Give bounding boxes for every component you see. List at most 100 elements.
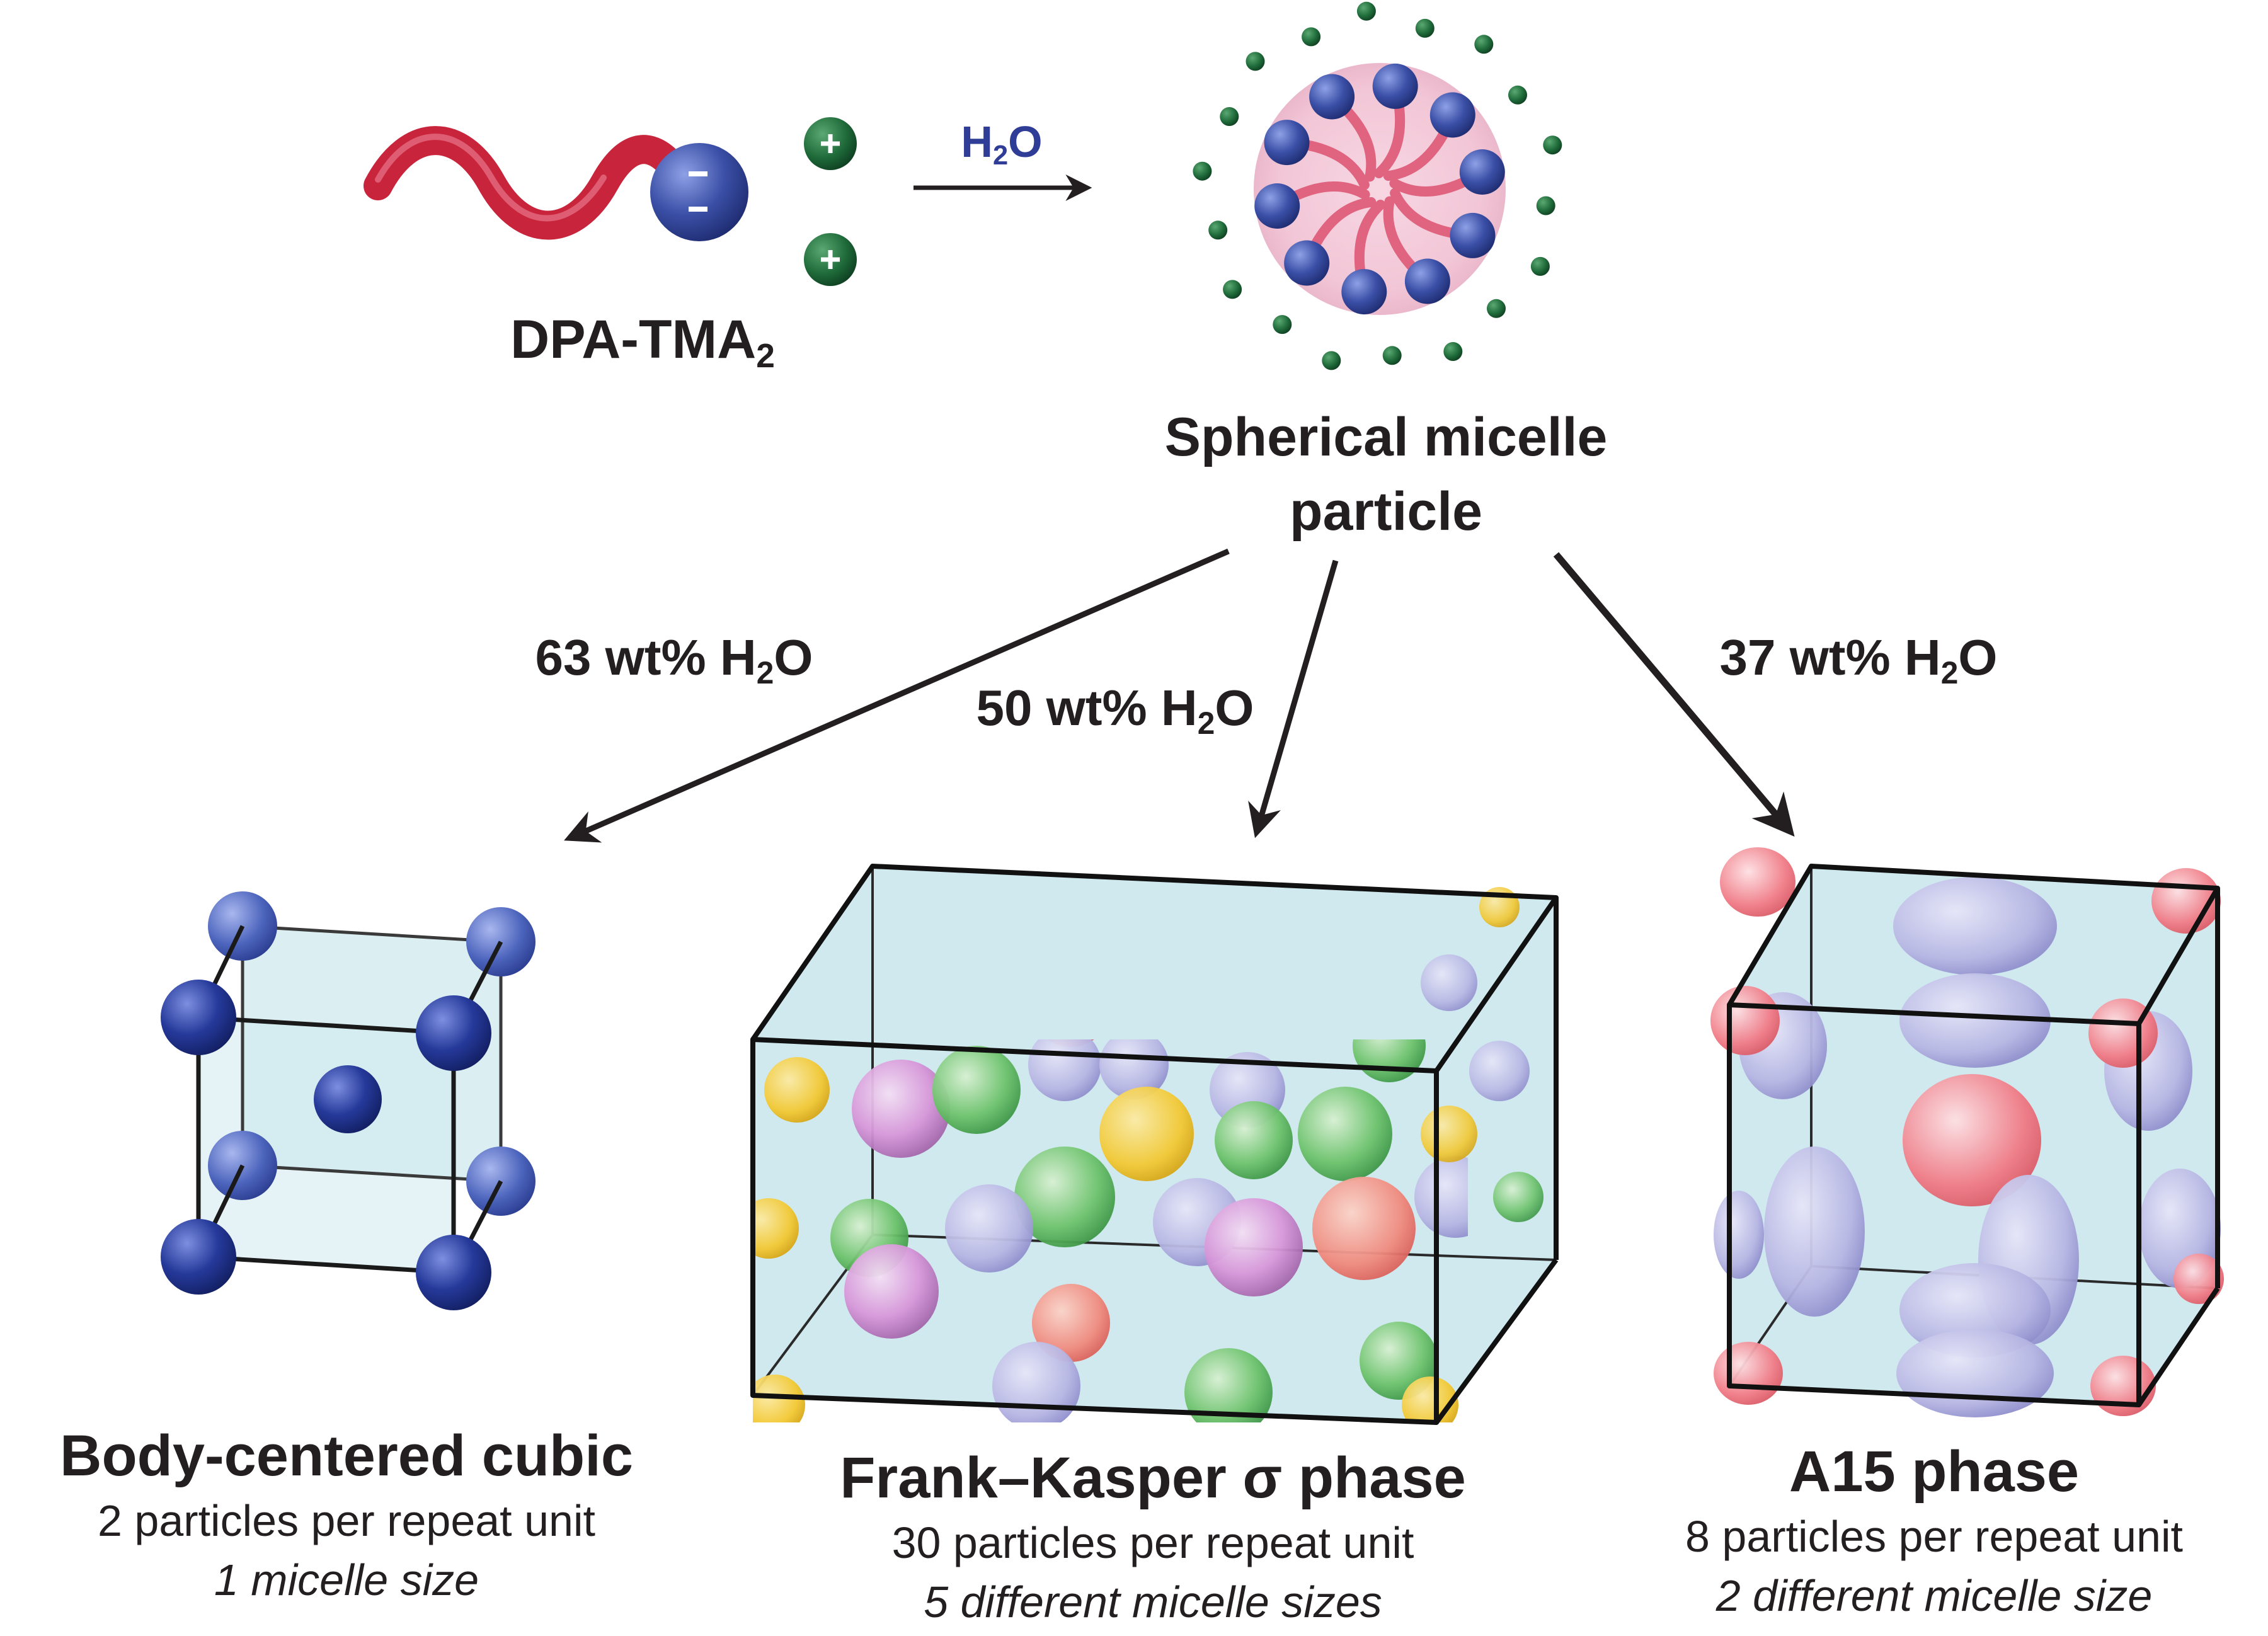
phase-a15-title: A15 phase	[1789, 1439, 2080, 1504]
phase-a15-line1: 8 particles per repeat unit	[1685, 1512, 2183, 1561]
micelle-counterion	[1356, 1, 1376, 21]
micelle-head	[1309, 74, 1355, 120]
condition-a15-suffix: O	[1958, 629, 1998, 685]
a15-micelle-sphere	[1896, 1329, 2054, 1417]
micelle-label: Spherical micelle particle	[1071, 400, 1701, 549]
a15-micelle-sphere	[1903, 1074, 2041, 1206]
phase-bcc-caption: Body-centered cubic 2 particles per repe…	[13, 1421, 680, 1610]
micelle-counterion	[1474, 35, 1494, 54]
sigma-micelle-sphere	[1298, 1087, 1392, 1181]
reagent-subscript: 2	[992, 140, 1009, 171]
sigma-phase-lattice	[750, 864, 1559, 1425]
condition-bcc-suffix: O	[774, 629, 813, 685]
condition-sigma-subscript: 2	[1197, 705, 1215, 741]
micelle-head	[1372, 63, 1418, 109]
sigma-micelle-sphere	[1032, 1284, 1110, 1362]
hydrophobic-tail	[364, 126, 701, 240]
surfactant-molecule	[364, 126, 748, 241]
phase-bcc-title: Body-centered cubic	[60, 1424, 633, 1488]
arrow-to-bcc	[564, 548, 1230, 843]
micelle-counterion	[1382, 346, 1402, 365]
counterions	[804, 117, 857, 286]
a15-micelle-sphere	[1714, 1191, 1764, 1279]
a15-micelle-sphere	[1764, 1147, 1865, 1317]
micelle-head	[1450, 212, 1496, 258]
condition-bcc: 63 wt% H2O	[491, 629, 857, 690]
sigma-micelle-sphere	[1205, 1198, 1303, 1296]
sigma-micelle-sphere	[844, 1244, 939, 1339]
reagent-label: H2O	[939, 117, 1065, 169]
phase-sigma-line1: 30 particles per repeat unit	[891, 1518, 1414, 1567]
micelle-counterion	[1415, 18, 1435, 38]
arrow-to-a15	[1553, 552, 1795, 837]
micelle-counterion	[1536, 196, 1555, 215]
a15-micelle-sphere	[1899, 1263, 2051, 1358]
molecule-name: DPA-TMA2	[479, 309, 806, 373]
a15-micelle-sphere	[2174, 1254, 2224, 1304]
phase-sigma-caption: Frank–Kasper σ phase 30 particles per re…	[775, 1443, 1531, 1632]
condition-sigma-text: 50 wt% H	[976, 680, 1198, 736]
micelle-label-line1: Spherical micelle	[1164, 407, 1608, 467]
micelle-head	[1459, 149, 1505, 195]
sigma-micelle-sphere	[1312, 1177, 1416, 1280]
sigma-micelle-sphere	[753, 1198, 799, 1259]
micelle-counterion	[1246, 52, 1265, 71]
micelle-counterion	[1220, 107, 1239, 126]
sigma-micelle-sphere	[1215, 1101, 1293, 1179]
sigma-micelle-sphere	[992, 1342, 1080, 1422]
sigma-micelle-sphere	[1099, 1087, 1194, 1181]
reagent-text: H	[961, 117, 993, 166]
micelle-counterion	[1322, 351, 1341, 370]
a15-micelle-sphere	[1710, 986, 1780, 1055]
micelle-illustration	[1193, 1, 1562, 370]
micelle-counterion	[1543, 135, 1562, 155]
micelle-label-line2: particle	[1290, 481, 1482, 542]
a15-micelle-sphere	[1899, 973, 2051, 1068]
phase-bcc-line2: 1 micelle size	[214, 1555, 479, 1605]
condition-a15: 37 wt% H2O	[1676, 629, 2041, 690]
a15-micelle-sphere	[1893, 877, 2057, 975]
phase-bcc-line1: 2 particles per repeat unit	[98, 1496, 595, 1545]
phase-a15-line2: 2 different micelle size	[1715, 1571, 2153, 1620]
condition-bcc-text: 63 wt% H	[535, 629, 757, 685]
micelle-counterion	[1302, 27, 1321, 47]
micelle-head	[1341, 269, 1387, 315]
phase-sigma-title: Frank–Kasper σ phase	[840, 1446, 1466, 1510]
arrow-to-sigma	[1248, 559, 1339, 838]
condition-sigma: 50 wt% H2O	[932, 679, 1298, 739]
micelle-counterion	[1193, 161, 1212, 181]
reagent-suffix: O	[1008, 117, 1043, 166]
condition-bcc-subscript: 2	[756, 655, 774, 690]
micelle-head	[1264, 120, 1310, 166]
molecule-name-text: DPA-TMA	[510, 309, 757, 370]
a15-micelle-sphere	[1714, 1342, 1783, 1405]
micelle-counterion	[1508, 85, 1527, 105]
micelle-head	[1254, 183, 1300, 229]
condition-a15-text: 37 wt% H	[1719, 629, 1941, 685]
sigma-micelle-sphere	[1414, 1156, 1468, 1238]
a15-micelle-sphere	[1720, 847, 1796, 917]
micelle-head	[1284, 240, 1330, 286]
charged-head	[650, 143, 748, 241]
bcc-lattice	[161, 891, 536, 1310]
a15-micelle-sphere	[2090, 1356, 2156, 1416]
phase-sigma-line2: 5 different micelle sizes	[924, 1577, 1382, 1627]
micelle-counterion	[1487, 299, 1506, 318]
micelle-head	[1429, 92, 1475, 138]
micelle-counterion	[1223, 280, 1242, 299]
sigma-micelle-sphere	[1421, 1106, 1477, 1162]
micelle-counterion	[1273, 315, 1292, 335]
sigma-micelle-sphere	[932, 1046, 1021, 1134]
molecule-name-subscript: 2	[756, 337, 775, 375]
sigma-micelle-sphere	[1014, 1147, 1115, 1247]
micelle-counterion	[1530, 256, 1550, 276]
sigma-micelle-sphere	[945, 1184, 1033, 1273]
sigma-micelle-sphere	[1421, 954, 1477, 1011]
sigma-micelle-sphere	[1184, 1348, 1273, 1422]
micelle-counterion	[1443, 342, 1463, 361]
sigma-micelle-sphere	[764, 1057, 830, 1123]
micelle-head	[1404, 258, 1450, 304]
phase-a15-caption: A15 phase 8 particles per repeat unit 2 …	[1613, 1436, 2255, 1625]
condition-a15-subscript: 2	[1940, 655, 1959, 690]
